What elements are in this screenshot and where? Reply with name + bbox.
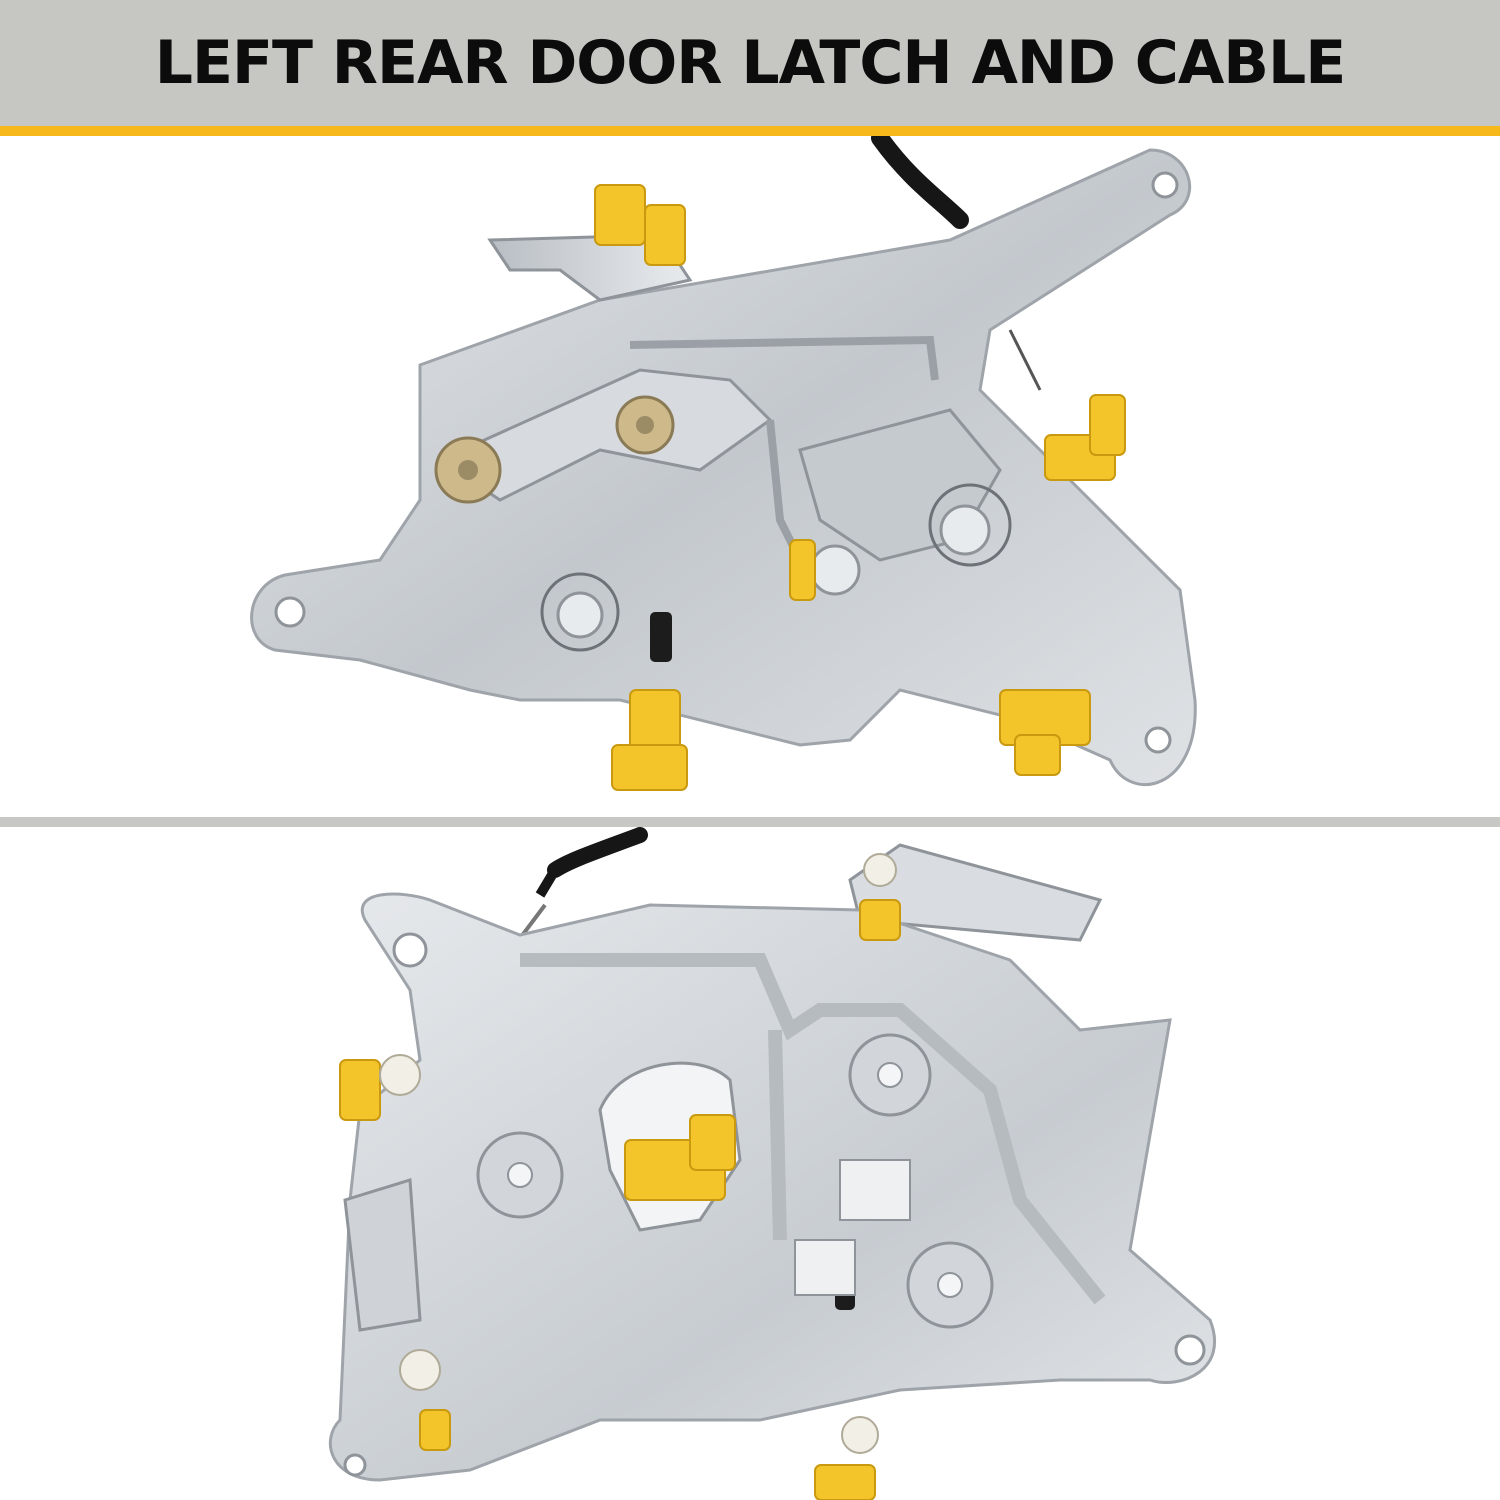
accent-bar	[0, 126, 1500, 136]
latch-front-photo	[0, 136, 1500, 817]
banner-title: LEFT REAR DOOR LATCH AND CABLE	[154, 28, 1346, 98]
latch-back-illustration	[329, 827, 1217, 1500]
section-divider	[0, 817, 1500, 827]
clip-icon	[594, 184, 646, 246]
title-banner: LEFT REAR DOOR LATCH AND CABLE	[0, 0, 1500, 126]
latch-front-illustration	[250, 136, 1197, 791]
latch-back-photo	[0, 827, 1500, 1500]
